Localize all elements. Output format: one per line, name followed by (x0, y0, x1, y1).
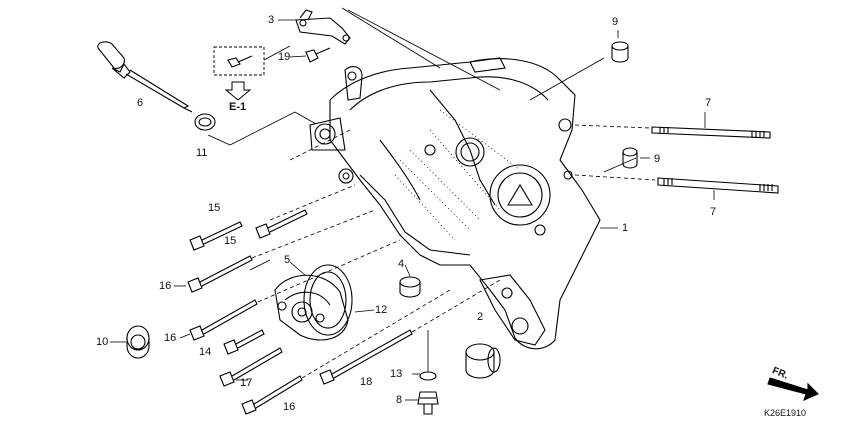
dowel-4 (399, 276, 421, 298)
bolt-16-a (187, 255, 253, 293)
callout-5: 5 (284, 254, 291, 266)
callout-7-upper: 7 (705, 97, 712, 109)
callout-18: 18 (360, 376, 373, 388)
view-label-e1: E-1 (229, 101, 247, 113)
bolt-17 (219, 347, 283, 387)
callout-3: 3 (268, 14, 275, 26)
callout-9-mid: 9 (654, 153, 661, 165)
callout-9-top: 9 (612, 16, 619, 28)
bracket-3 (295, 9, 351, 45)
bolt-14 (223, 329, 265, 355)
callout-13: 13 (390, 368, 403, 380)
bolt-15-a (189, 221, 243, 251)
callout-8: 8 (396, 394, 403, 406)
callout-16-a: 16 (159, 280, 172, 292)
callout-17: 17 (240, 377, 253, 389)
callout-15-b: 15 (224, 235, 237, 247)
bolt-16-c (241, 375, 303, 415)
collar-9-top (611, 41, 629, 63)
callout-4: 4 (398, 258, 405, 270)
drain-bolt-8 (417, 391, 439, 415)
callout-11: 11 (196, 147, 208, 159)
bolt-18 (319, 329, 413, 385)
cover-5 (274, 274, 349, 341)
gasket-12 (303, 264, 353, 336)
front-arrow-icon (767, 377, 819, 401)
oil-seal-10 (126, 325, 150, 359)
bolt-15-b (255, 209, 308, 239)
callout-19: 19 (278, 51, 291, 63)
callout-16-b: 16 (164, 332, 177, 344)
bolt-16-b (189, 299, 258, 341)
collar-9-mid (622, 147, 638, 169)
callout-12: 12 (375, 304, 388, 316)
crankcase-cover (309, 57, 601, 350)
stud-bolt-7-lower (657, 177, 779, 194)
callout-15-a: 15 (208, 202, 221, 214)
roller-2 (465, 343, 501, 379)
bolt-19 (305, 47, 331, 63)
dipstick-6 (97, 41, 193, 113)
callout-6: 6 (137, 97, 144, 109)
callout-1: 1 (622, 222, 629, 234)
callout-14: 14 (199, 346, 212, 358)
callout-7-lower: 7 (710, 206, 717, 218)
reference-code: K26E1910 (764, 408, 807, 418)
callout-16-c: 16 (283, 401, 296, 413)
stud-bolt-7-upper (651, 126, 771, 139)
callout-2: 2 (477, 311, 484, 323)
washer-13 (419, 371, 437, 381)
callout-10: 10 (96, 336, 109, 348)
o-ring-11 (194, 113, 216, 131)
